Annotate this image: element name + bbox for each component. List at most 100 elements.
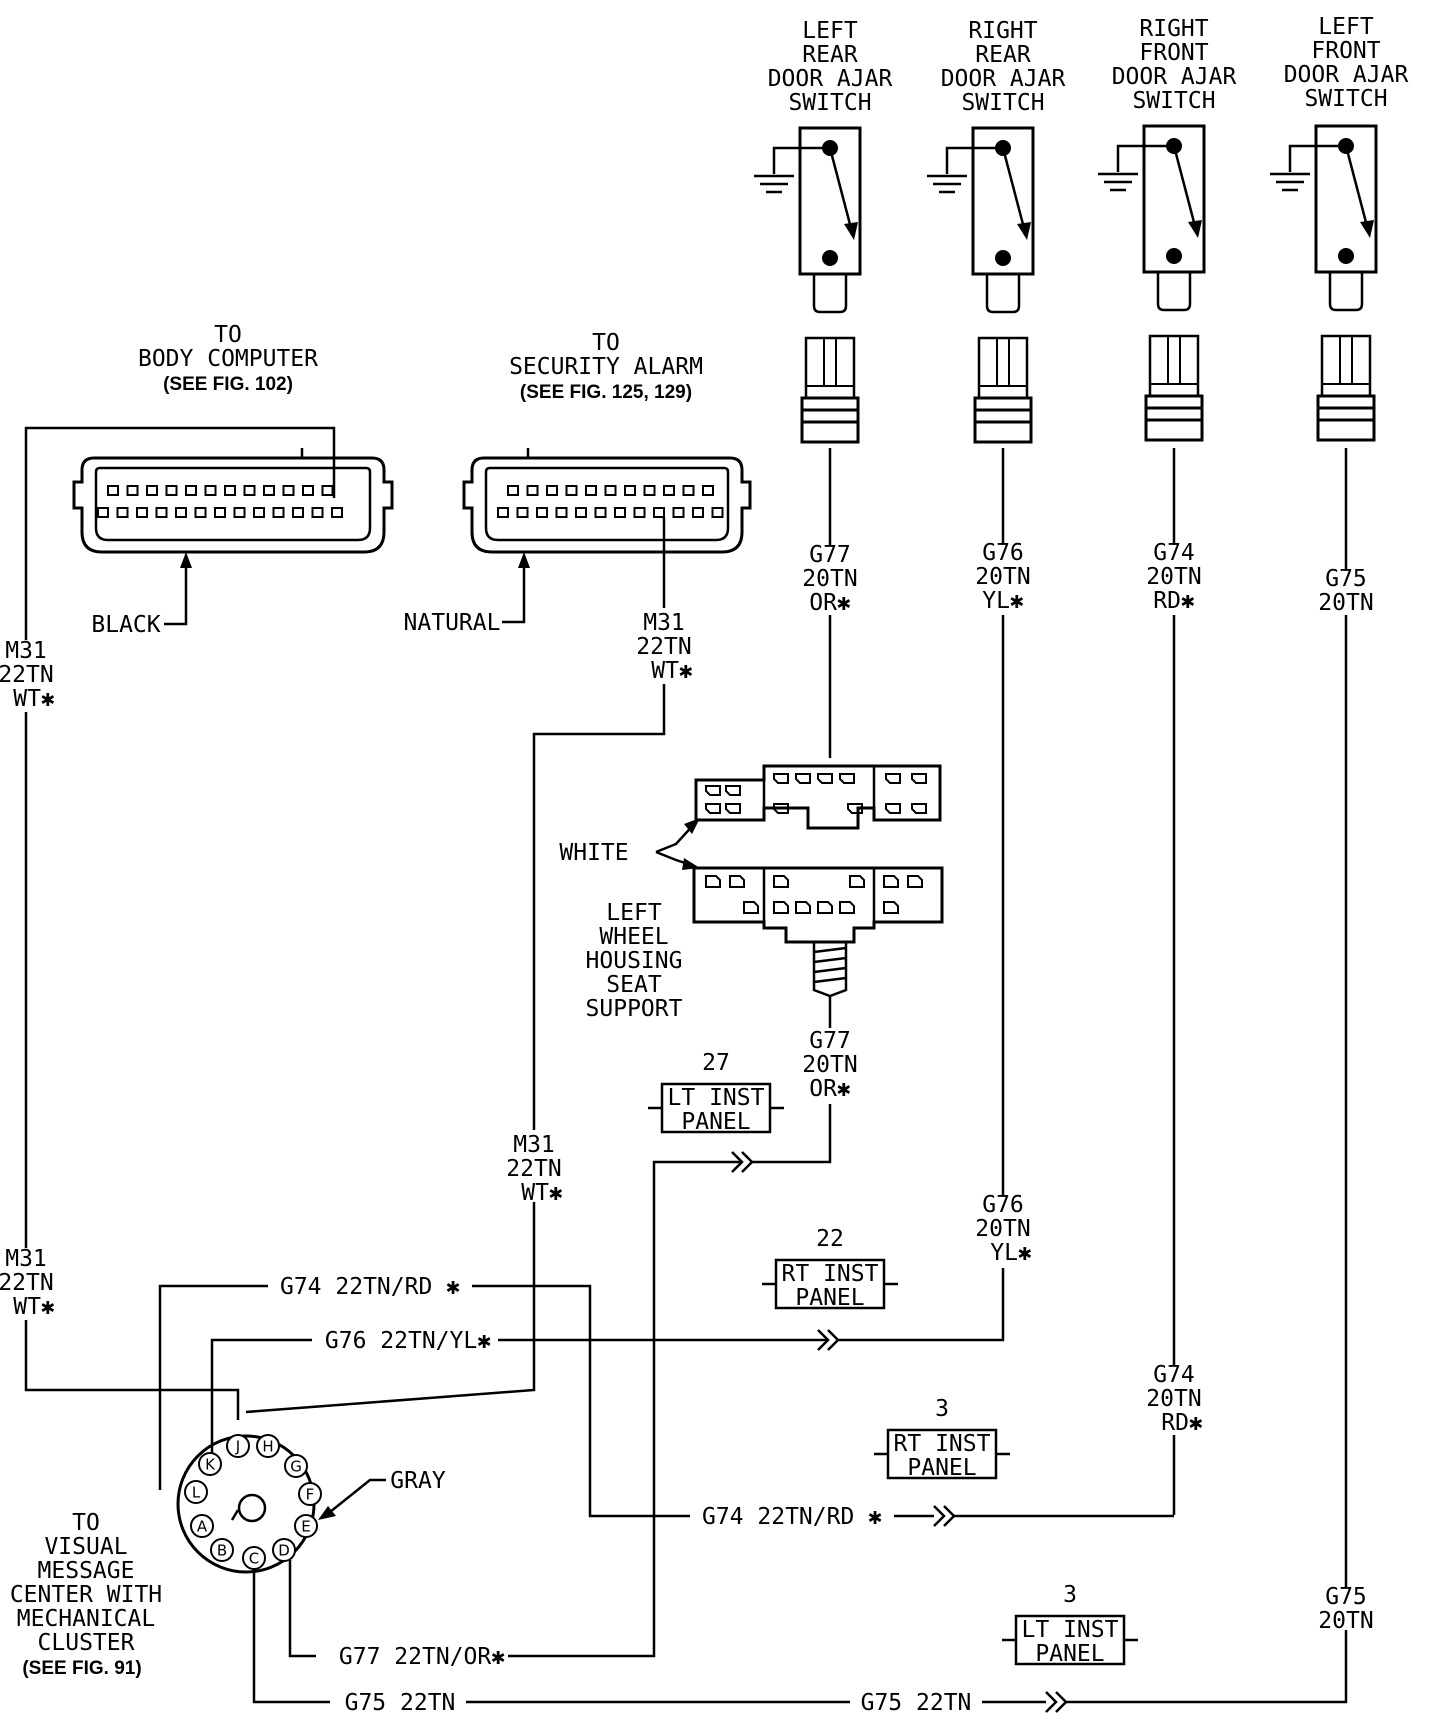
wire-label-line: 20TN — [975, 564, 1030, 590]
wire-label-line: OR✱ — [809, 1076, 851, 1102]
connector-pin — [643, 485, 656, 496]
wire-g74-to-bottom — [472, 1284, 690, 1518]
switch-connector — [1148, 334, 1200, 398]
connector-pins — [705, 875, 923, 914]
connector-pin — [253, 507, 265, 518]
gray-callout-line — [329, 1478, 386, 1513]
connector-pin — [773, 803, 789, 814]
connector-inner — [484, 466, 730, 542]
cluster-pin-k — [198, 1452, 222, 1476]
cluster-pin-f — [298, 1482, 322, 1506]
wire-label-line: G76 — [982, 1192, 1024, 1218]
connector-body — [462, 456, 752, 554]
splice-rt-inst-panel-22: 22 RT INST PANEL — [762, 1226, 898, 1311]
splice-line: PANEL — [681, 1109, 750, 1135]
switch-title-line: DOOR AJAR — [941, 66, 1066, 92]
connector-pin — [555, 507, 568, 518]
connector-pin — [773, 901, 789, 914]
location-line: SUPPORT — [586, 996, 683, 1022]
wire-label-line: G77 — [809, 1028, 851, 1054]
wire-g77-to-cluster — [508, 1160, 742, 1658]
connector-pin — [321, 485, 334, 496]
body-computer-to: TO — [214, 322, 242, 348]
connector-inner — [94, 466, 372, 542]
switch-connector-collar — [1316, 394, 1376, 442]
connector-pin — [126, 485, 139, 496]
switch-housing — [971, 126, 1035, 276]
connector-pin — [705, 803, 721, 814]
connector-pin — [817, 901, 833, 914]
switch-arrow — [1017, 222, 1031, 240]
splice-line: LT INST — [1022, 1617, 1119, 1643]
connector-pin — [272, 507, 285, 518]
wire-g74-to-cluster-top — [158, 1284, 268, 1490]
wire-label-line: 20TN — [1146, 564, 1201, 590]
splice-rt-inst-panel-3: 3 RT INST PANEL — [874, 1396, 1010, 1481]
switch-connector — [1320, 334, 1372, 398]
cluster-label-line: VISUAL — [44, 1534, 127, 1560]
body-computer-connector — [72, 448, 394, 554]
wire-label-line: 22TN — [506, 1156, 561, 1182]
cluster-pin-g — [284, 1454, 308, 1478]
switch-title-line: SWITCH — [788, 90, 871, 116]
cluster-pin-b — [210, 1538, 234, 1562]
wire-m31-security-mid — [532, 684, 666, 1130]
wire-g75-cluster-pin — [252, 1568, 330, 1704]
switch-housing — [1314, 124, 1378, 274]
security-alarm-name: SECURITY ALARM — [509, 354, 703, 380]
ground-wire — [1116, 144, 1174, 172]
wire-label-line: WT✱ — [13, 686, 55, 712]
connector-pin — [883, 875, 899, 888]
cluster-pin-a — [190, 1514, 214, 1538]
connector-pin — [883, 901, 899, 914]
black-callout-arrow — [180, 552, 192, 568]
wire-m31-body-computer — [24, 426, 336, 640]
connector-pin — [885, 773, 901, 784]
wire-m31-security-bottom — [245, 1202, 536, 1414]
location-line: LEFT — [606, 900, 662, 926]
wire-g77-to-splice — [752, 1104, 832, 1164]
label-g75-horizontal-right: G75 22TN — [861, 1690, 972, 1716]
connector-pin — [614, 507, 626, 518]
connector-pin — [911, 773, 927, 784]
switch-blade — [828, 147, 854, 233]
switch-arrow — [1360, 220, 1374, 238]
label-m31-left-upper: M31 22TN WT✱ — [0, 638, 55, 712]
body-computer-color: BLACK — [91, 612, 160, 638]
connector-pin — [795, 901, 811, 914]
switch-title-left-rear: LEFT REAR DOOR AJAR SWITCH — [768, 18, 893, 116]
connector-pin — [849, 875, 865, 888]
label-g75-upper: G75 20TN — [1318, 566, 1373, 616]
connector-pin — [331, 507, 343, 518]
switch-left-front — [1270, 124, 1378, 442]
connector-pin — [575, 507, 587, 518]
connector-pin — [526, 485, 539, 496]
connector-pin — [594, 507, 607, 518]
connector-pin — [817, 773, 833, 784]
cluster-pin-label: J — [235, 1438, 240, 1456]
switch-stem — [1156, 272, 1192, 312]
location-line: HOUSING — [586, 948, 683, 974]
bolt-thread — [813, 976, 847, 984]
switch-connector — [977, 336, 1029, 400]
connector-pin — [839, 901, 855, 914]
switch-arrow — [1188, 220, 1202, 238]
cluster-connector-key — [230, 1509, 240, 1521]
label-g76-lower: G76 20TN YL✱ — [975, 1192, 1032, 1266]
wire-label-line: WT✱ — [521, 1180, 563, 1206]
connector-pin — [907, 875, 923, 888]
connector-pin — [705, 785, 721, 796]
switch-connector — [804, 336, 856, 400]
connector-pin — [692, 507, 704, 518]
cluster-pin-j — [226, 1434, 250, 1458]
connector-pin — [672, 507, 685, 518]
cluster-pin-label: A — [197, 1518, 208, 1536]
switch-title-line: FRONT — [1139, 40, 1208, 66]
wire-label-line: OR✱ — [809, 590, 851, 616]
switch-contact — [1166, 248, 1182, 264]
wire-m31-left-bottom — [24, 1320, 240, 1420]
connector-pin — [624, 485, 636, 496]
wire-label-line: 20TN — [802, 566, 857, 592]
connector-pin — [243, 485, 256, 496]
